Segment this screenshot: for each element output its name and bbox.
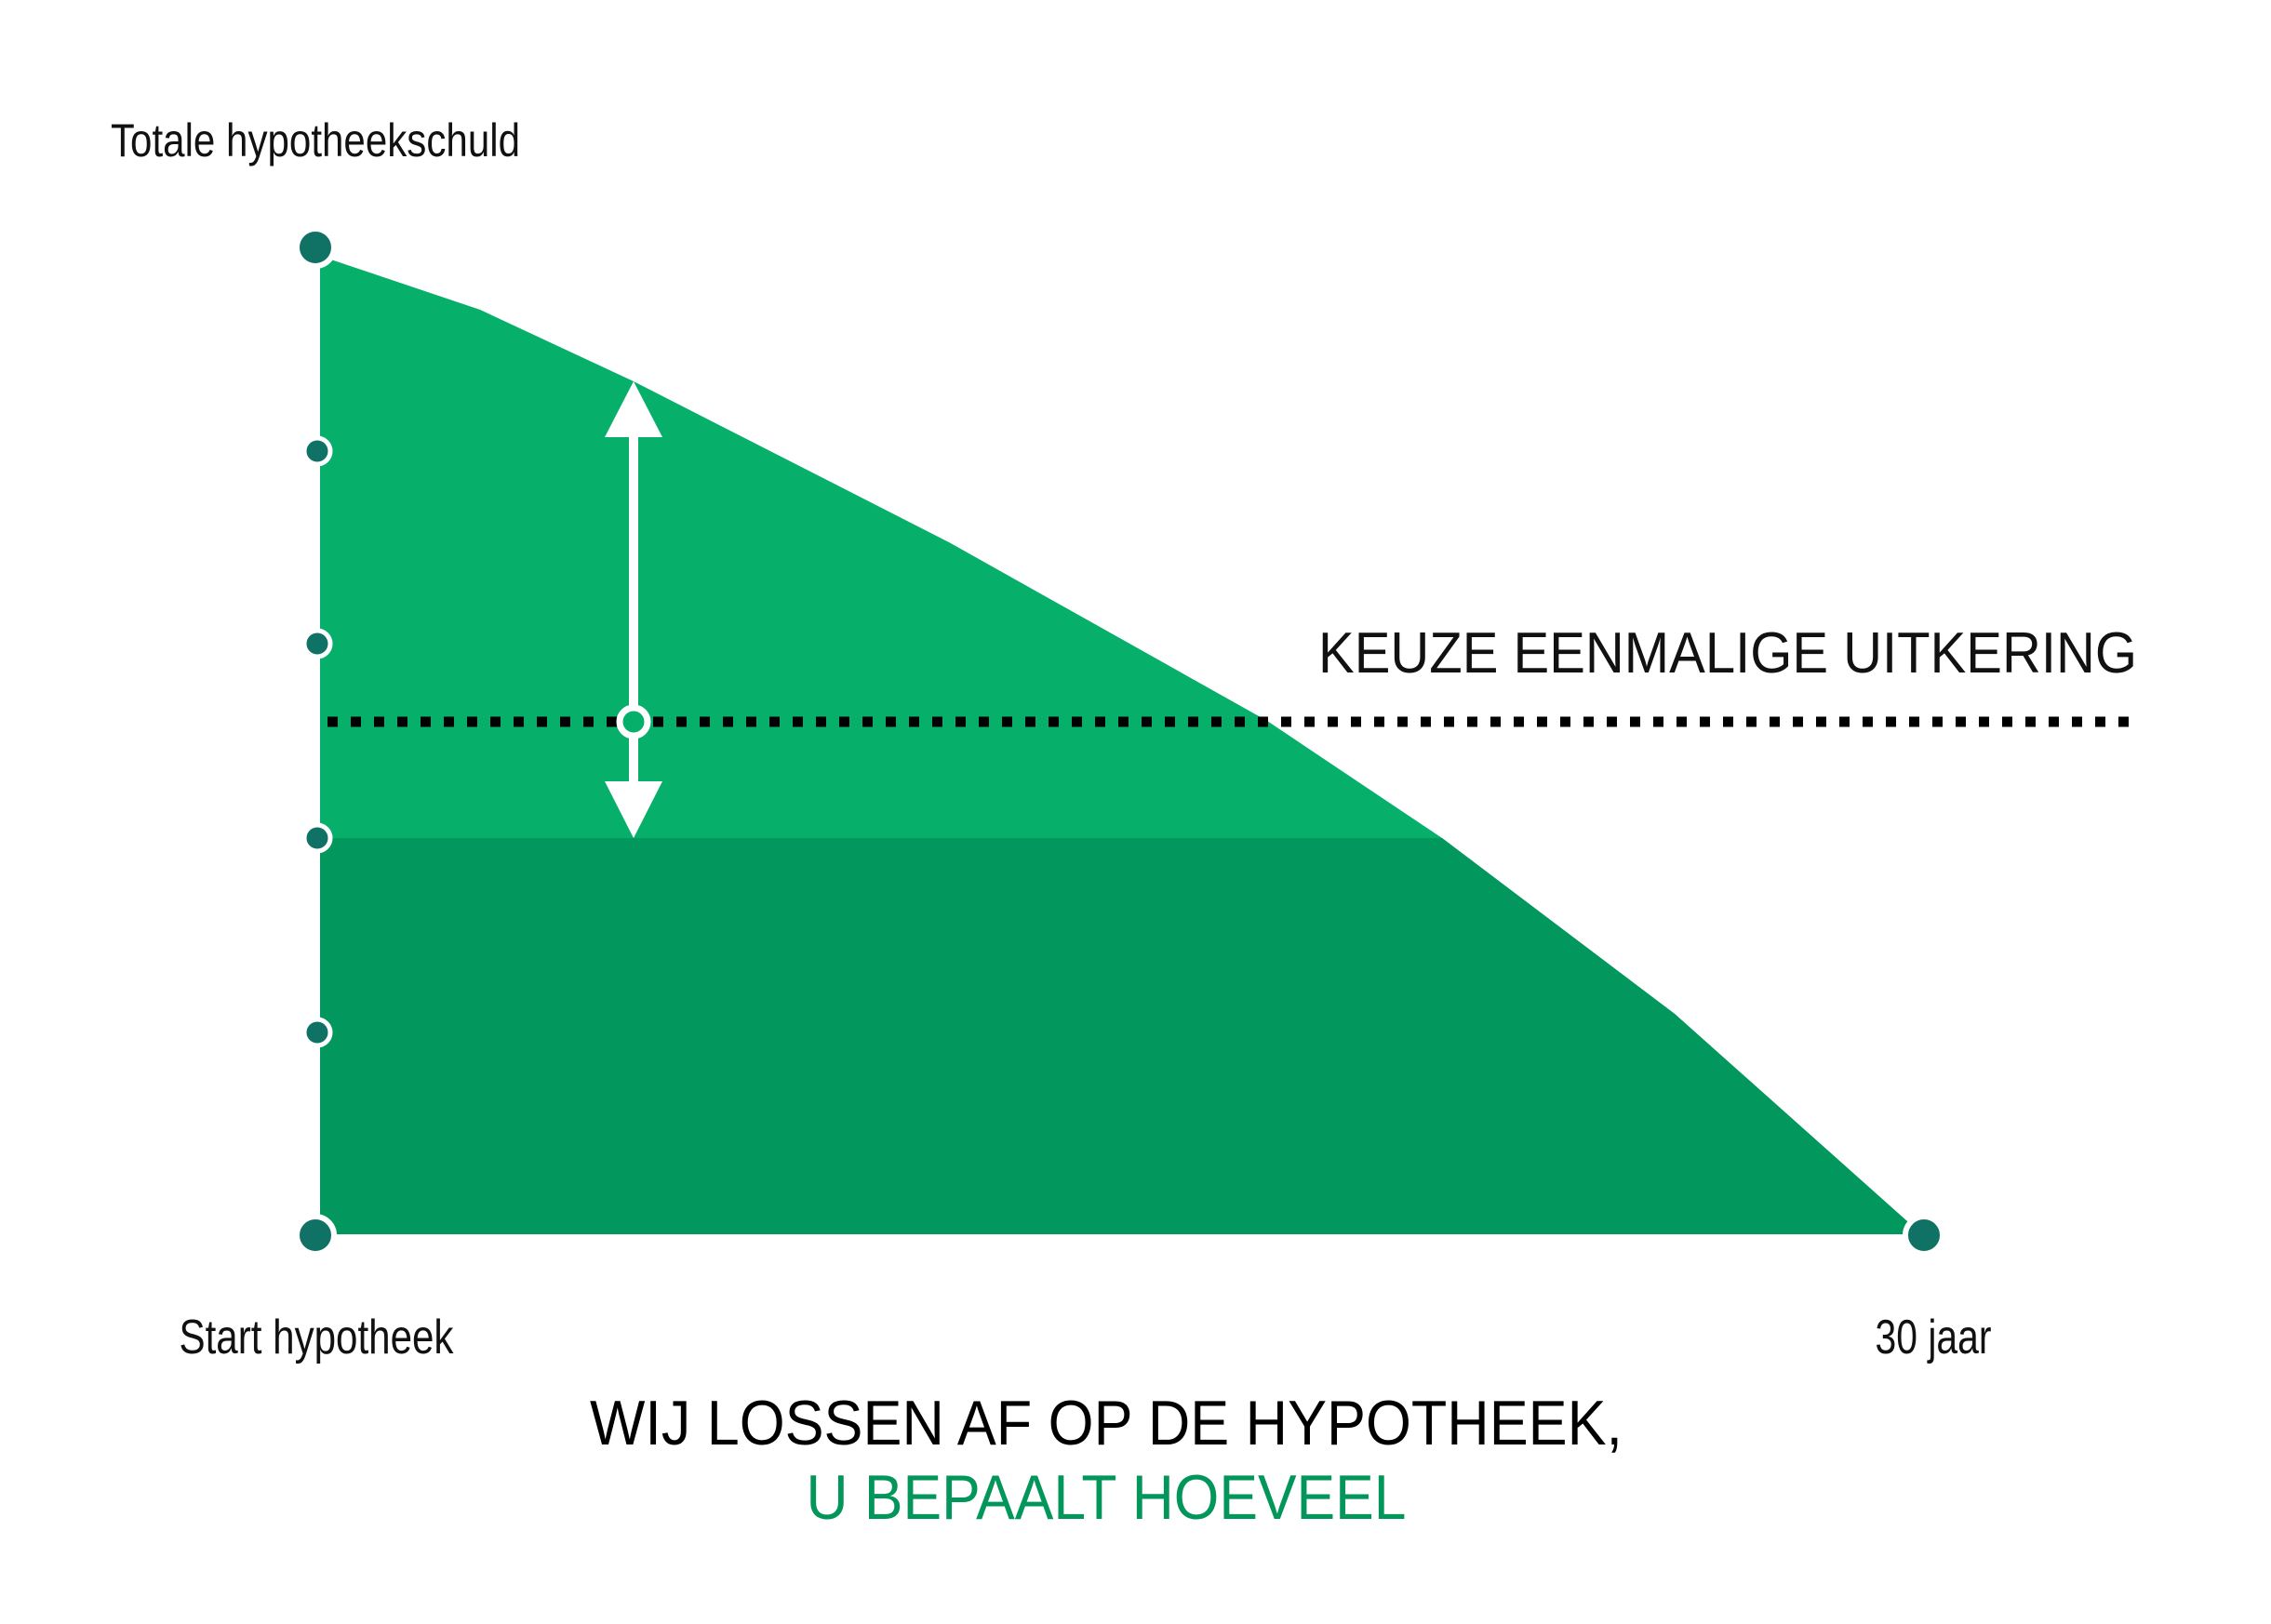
axis-dots	[294, 226, 1945, 1257]
tick-dot	[301, 822, 333, 854]
top-dot	[294, 226, 337, 269]
caption-line-1: WIJ LOSSEN AF OP DE HYPOTHEEK,	[590, 1388, 1623, 1458]
arrow-up-icon	[605, 381, 662, 437]
x-start-label: Start hypotheek	[180, 1311, 455, 1364]
origin-dot	[294, 1214, 337, 1257]
arrow-handle	[616, 704, 651, 739]
x-end-label: 30 jaar	[1876, 1311, 1992, 1364]
tick-dot	[301, 1017, 333, 1048]
adjust-arrow	[605, 381, 662, 838]
threshold-label: KEUZE EENMALIGE UITKERING	[1318, 621, 2137, 686]
y-axis-label: Totale hypotheekschuld	[111, 114, 520, 166]
end-dot	[1903, 1214, 1945, 1257]
tick-dot	[301, 628, 333, 659]
tick-dot	[301, 435, 333, 467]
debt-area-lower	[317, 838, 1917, 1234]
arrow-down-icon	[605, 781, 662, 838]
caption-line-2: U BEPAALT HOEVEEL	[807, 1462, 1407, 1533]
